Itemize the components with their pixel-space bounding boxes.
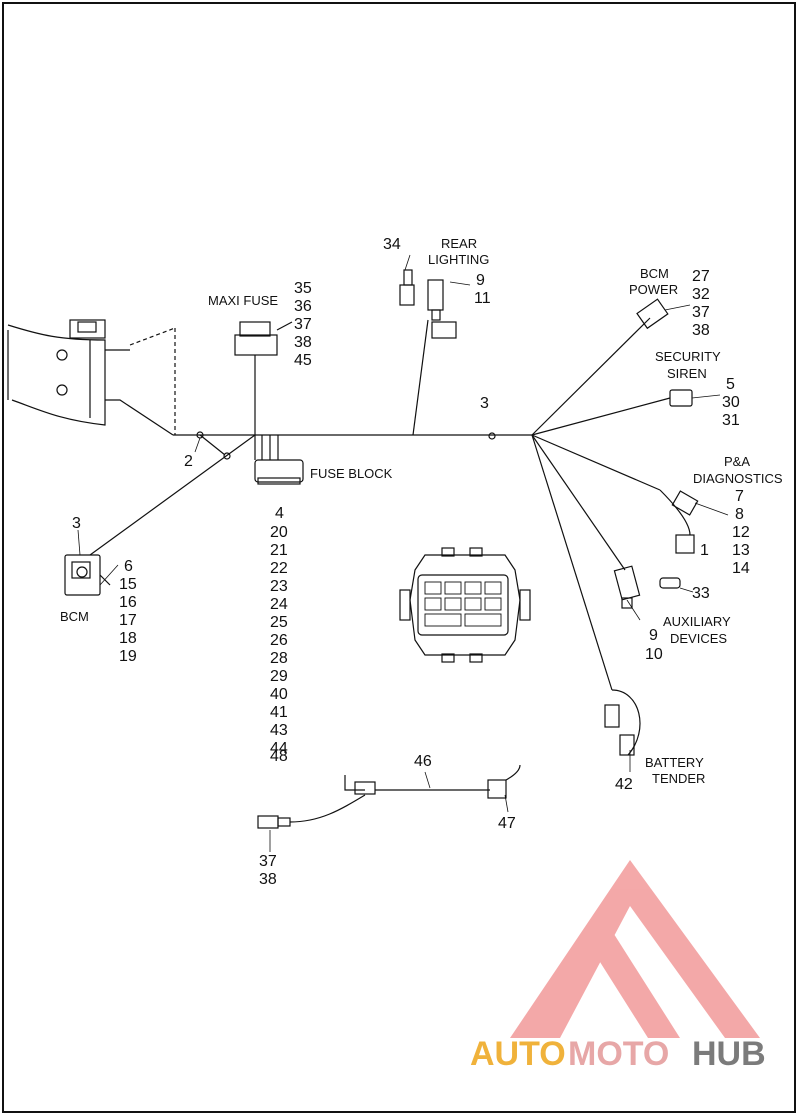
extension-cable xyxy=(257,764,521,829)
label-auxiliary: AUXILIARY xyxy=(663,614,731,629)
label-diagnostics: DIAGNOSTICS xyxy=(693,471,783,486)
callout-pa-2: 8 xyxy=(735,506,744,523)
callout-pa-1-num: 1 xyxy=(700,542,709,559)
callout-maxi-fuse-2: 36 xyxy=(294,298,312,315)
bcm-module xyxy=(64,434,256,596)
label-devices: DEVICES xyxy=(670,631,727,646)
callout-bcm-power-2: 32 xyxy=(692,286,710,303)
callout-maxi-fuse-5: 45 xyxy=(294,352,312,369)
callout-34: 34 xyxy=(383,236,401,253)
callout-battery-42: 42 xyxy=(615,776,633,793)
callout-bcm-6: 19 xyxy=(119,648,137,665)
callout-fuse-2: 20 xyxy=(270,524,288,541)
label-bcm-power-1: BCM xyxy=(640,266,669,281)
label-lighting: LIGHTING xyxy=(428,252,489,267)
connector-face-detail xyxy=(399,547,531,663)
callout-cable-38: 38 xyxy=(259,871,277,888)
callout-bcm-5: 18 xyxy=(119,630,137,647)
callout-siren-3: 31 xyxy=(722,412,740,429)
callout-siren-2: 30 xyxy=(722,394,740,411)
callout-bcm-2: 15 xyxy=(119,576,137,593)
callout-bcm-power-1: 27 xyxy=(692,268,710,285)
callout-rear-2: 11 xyxy=(474,290,491,307)
callout-fuse-3: 21 xyxy=(270,542,288,559)
fuse-block-connector xyxy=(254,435,304,485)
callout-fuse-11: 40 xyxy=(270,686,288,703)
callout-fuse-13: 43 xyxy=(270,722,288,739)
pa-diagnostics-connector xyxy=(659,489,699,554)
callout-cable-37: 37 xyxy=(259,853,277,870)
callout-bcm-4: 17 xyxy=(119,612,137,629)
callout-fuse-9: 28 xyxy=(270,650,288,667)
callout-bcm-3: 3 xyxy=(72,515,81,532)
callout-fuse-14: 44 xyxy=(270,740,288,757)
callouts-fuse-block: 4 20 21 22 23 24 25 26 28 29 40 41 43 44… xyxy=(270,505,288,765)
callout-ground-2: 2 xyxy=(184,453,193,470)
callout-bcm-3-num: 16 xyxy=(119,594,137,611)
callout-fuse-12: 41 xyxy=(270,704,288,721)
junction-clip xyxy=(488,432,496,440)
callout-bcm-1: 6 xyxy=(124,558,133,575)
callout-rear-1: 9 xyxy=(476,272,485,289)
callout-fuse-1: 4 xyxy=(275,505,284,522)
callout-pa-1: 7 xyxy=(735,488,744,505)
label-bcm-power-2: POWER xyxy=(629,282,678,297)
watermark-moto: MOTO xyxy=(568,1035,669,1073)
label-maxi-fuse: MAXI FUSE xyxy=(208,293,278,308)
label-battery: BATTERY xyxy=(645,755,704,770)
auxiliary-connector xyxy=(613,565,681,609)
callout-fuse-5: 23 xyxy=(270,578,288,595)
auxiliary-branch xyxy=(531,434,626,571)
label-siren: SIREN xyxy=(667,366,707,381)
callout-pa-3: 12 xyxy=(732,524,750,541)
callout-fuse-8: 26 xyxy=(270,632,288,649)
watermark-text: AUTO MOTO HUB xyxy=(470,1035,766,1073)
security-siren-branch xyxy=(531,397,671,436)
label-rear: REAR xyxy=(441,236,477,251)
callout-fuse-15: 48 xyxy=(270,748,288,765)
callout-pa-5: 14 xyxy=(732,560,750,577)
mounting-bracket xyxy=(7,319,176,436)
callout-fuse-4: 22 xyxy=(270,560,288,577)
label-fuse-block: FUSE BLOCK xyxy=(310,466,393,481)
ground-connector-2 xyxy=(196,431,231,460)
callout-fuse-10: 29 xyxy=(270,668,288,685)
callout-maxi-fuse-3: 37 xyxy=(294,316,312,333)
callout-pa-4: 13 xyxy=(732,542,750,559)
callout-aux-2: 10 xyxy=(645,646,663,663)
security-siren-connector xyxy=(669,389,693,407)
callout-fuse-7: 25 xyxy=(270,614,288,631)
pa-diagnostics-branch xyxy=(531,434,661,491)
bcm-power-connector xyxy=(636,298,669,330)
label-security: SECURITY xyxy=(655,349,721,364)
callout-47: 47 xyxy=(498,815,516,832)
callout-aux-33: 33 xyxy=(692,585,710,602)
label-pa: P&A xyxy=(724,454,750,469)
watermark-logo-icon xyxy=(510,860,760,1038)
battery-tender-branch xyxy=(531,434,613,691)
callout-siren-1: 5 xyxy=(726,376,735,393)
label-bcm: BCM xyxy=(60,609,89,624)
callout-maxi-fuse-1: 35 xyxy=(294,280,312,297)
callout-leaders xyxy=(77,254,729,852)
callout-main-3: 3 xyxy=(480,395,489,412)
callout-bcm-power-3: 37 xyxy=(692,304,710,321)
callout-maxi-fuse-4: 38 xyxy=(294,334,312,351)
label-tender: TENDER xyxy=(652,771,705,786)
watermark-auto: AUTO xyxy=(470,1035,566,1073)
battery-tender-connector xyxy=(604,689,641,756)
watermark-hub: HUB xyxy=(692,1035,766,1073)
callout-bcm-power-4: 38 xyxy=(692,322,710,339)
rear-lighting-connector xyxy=(399,269,457,436)
callout-46: 46 xyxy=(414,753,432,770)
callout-fuse-6: 24 xyxy=(270,596,288,613)
maxi-fuse-connector xyxy=(234,321,293,435)
callout-aux-1: 9 xyxy=(649,627,658,644)
bcm-power-branch xyxy=(531,317,651,436)
